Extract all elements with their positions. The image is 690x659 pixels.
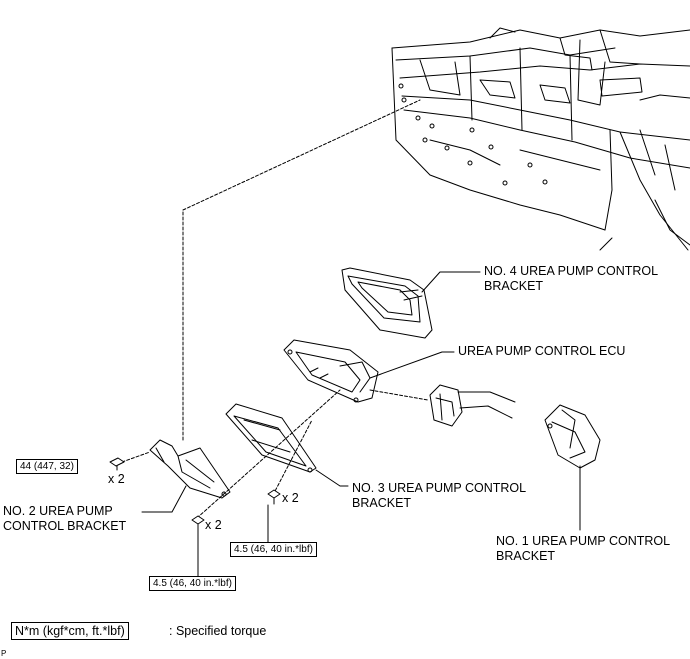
label-no2-line2: CONTROL BRACKET: [3, 519, 127, 533]
connector-drawing: [429, 384, 516, 427]
no4-bracket-drawing: [341, 267, 433, 339]
label-ecu: UREA PUMP CONTROL ECU: [458, 344, 625, 359]
label-no2-line1: NO. 2 UREA PUMP: [3, 504, 113, 518]
bolt-icon: [267, 489, 281, 505]
quantity-right-bolt: x 2: [282, 491, 299, 505]
no2-bracket-drawing: [149, 439, 231, 499]
quantity-left-bolt: x 2: [108, 472, 125, 486]
bolt-icon: [191, 515, 205, 531]
label-no4-line2: BRACKET: [484, 279, 544, 293]
label-no2-bracket: NO. 2 UREA PUMP CONTROL BRACKET: [3, 504, 126, 534]
label-leader-lines: [141, 271, 581, 531]
label-ecu-line1: UREA PUMP CONTROL ECU: [458, 344, 626, 358]
legend-description: : Specified torque: [169, 624, 267, 638]
no1-bracket-drawing: [544, 404, 601, 469]
label-no1-bracket: NO. 1 UREA PUMP CONTROL BRACKET: [496, 534, 670, 564]
legend-unit-box: N*m (kgf*cm, ft.*lbf): [11, 622, 129, 640]
torque-box-left: 44 (447, 32): [16, 459, 78, 474]
corner-mark: P: [1, 649, 7, 658]
dashed-leader-lines: [121, 99, 429, 519]
label-no1-line2: BRACKET: [496, 549, 556, 563]
no3-bracket-drawing: [225, 403, 317, 473]
quantity-middle-bolt: x 2: [205, 518, 222, 532]
torque-box-middle: 4.5 (46, 40 in.*lbf): [149, 576, 236, 591]
torque-box-right: 4.5 (46, 40 in.*lbf): [230, 542, 317, 557]
vehicle-frame-illustration: [391, 27, 690, 251]
ecu-drawing: [283, 339, 379, 403]
label-no3-line1: NO. 3 UREA PUMP CONTROL: [352, 481, 527, 495]
label-no3-bracket: NO. 3 UREA PUMP CONTROL BRACKET: [352, 481, 526, 511]
label-no1-line1: NO. 1 UREA PUMP CONTROL: [496, 534, 671, 548]
torque-leader-lines: [197, 504, 269, 581]
bolt-icon: [109, 457, 125, 471]
label-no4-line1: NO. 4 UREA PUMP CONTROL: [484, 264, 659, 278]
frame-holes: [398, 83, 548, 186]
label-no4-bracket: NO. 4 UREA PUMP CONTROL BRACKET: [484, 264, 658, 294]
label-no3-line2: BRACKET: [352, 496, 412, 510]
